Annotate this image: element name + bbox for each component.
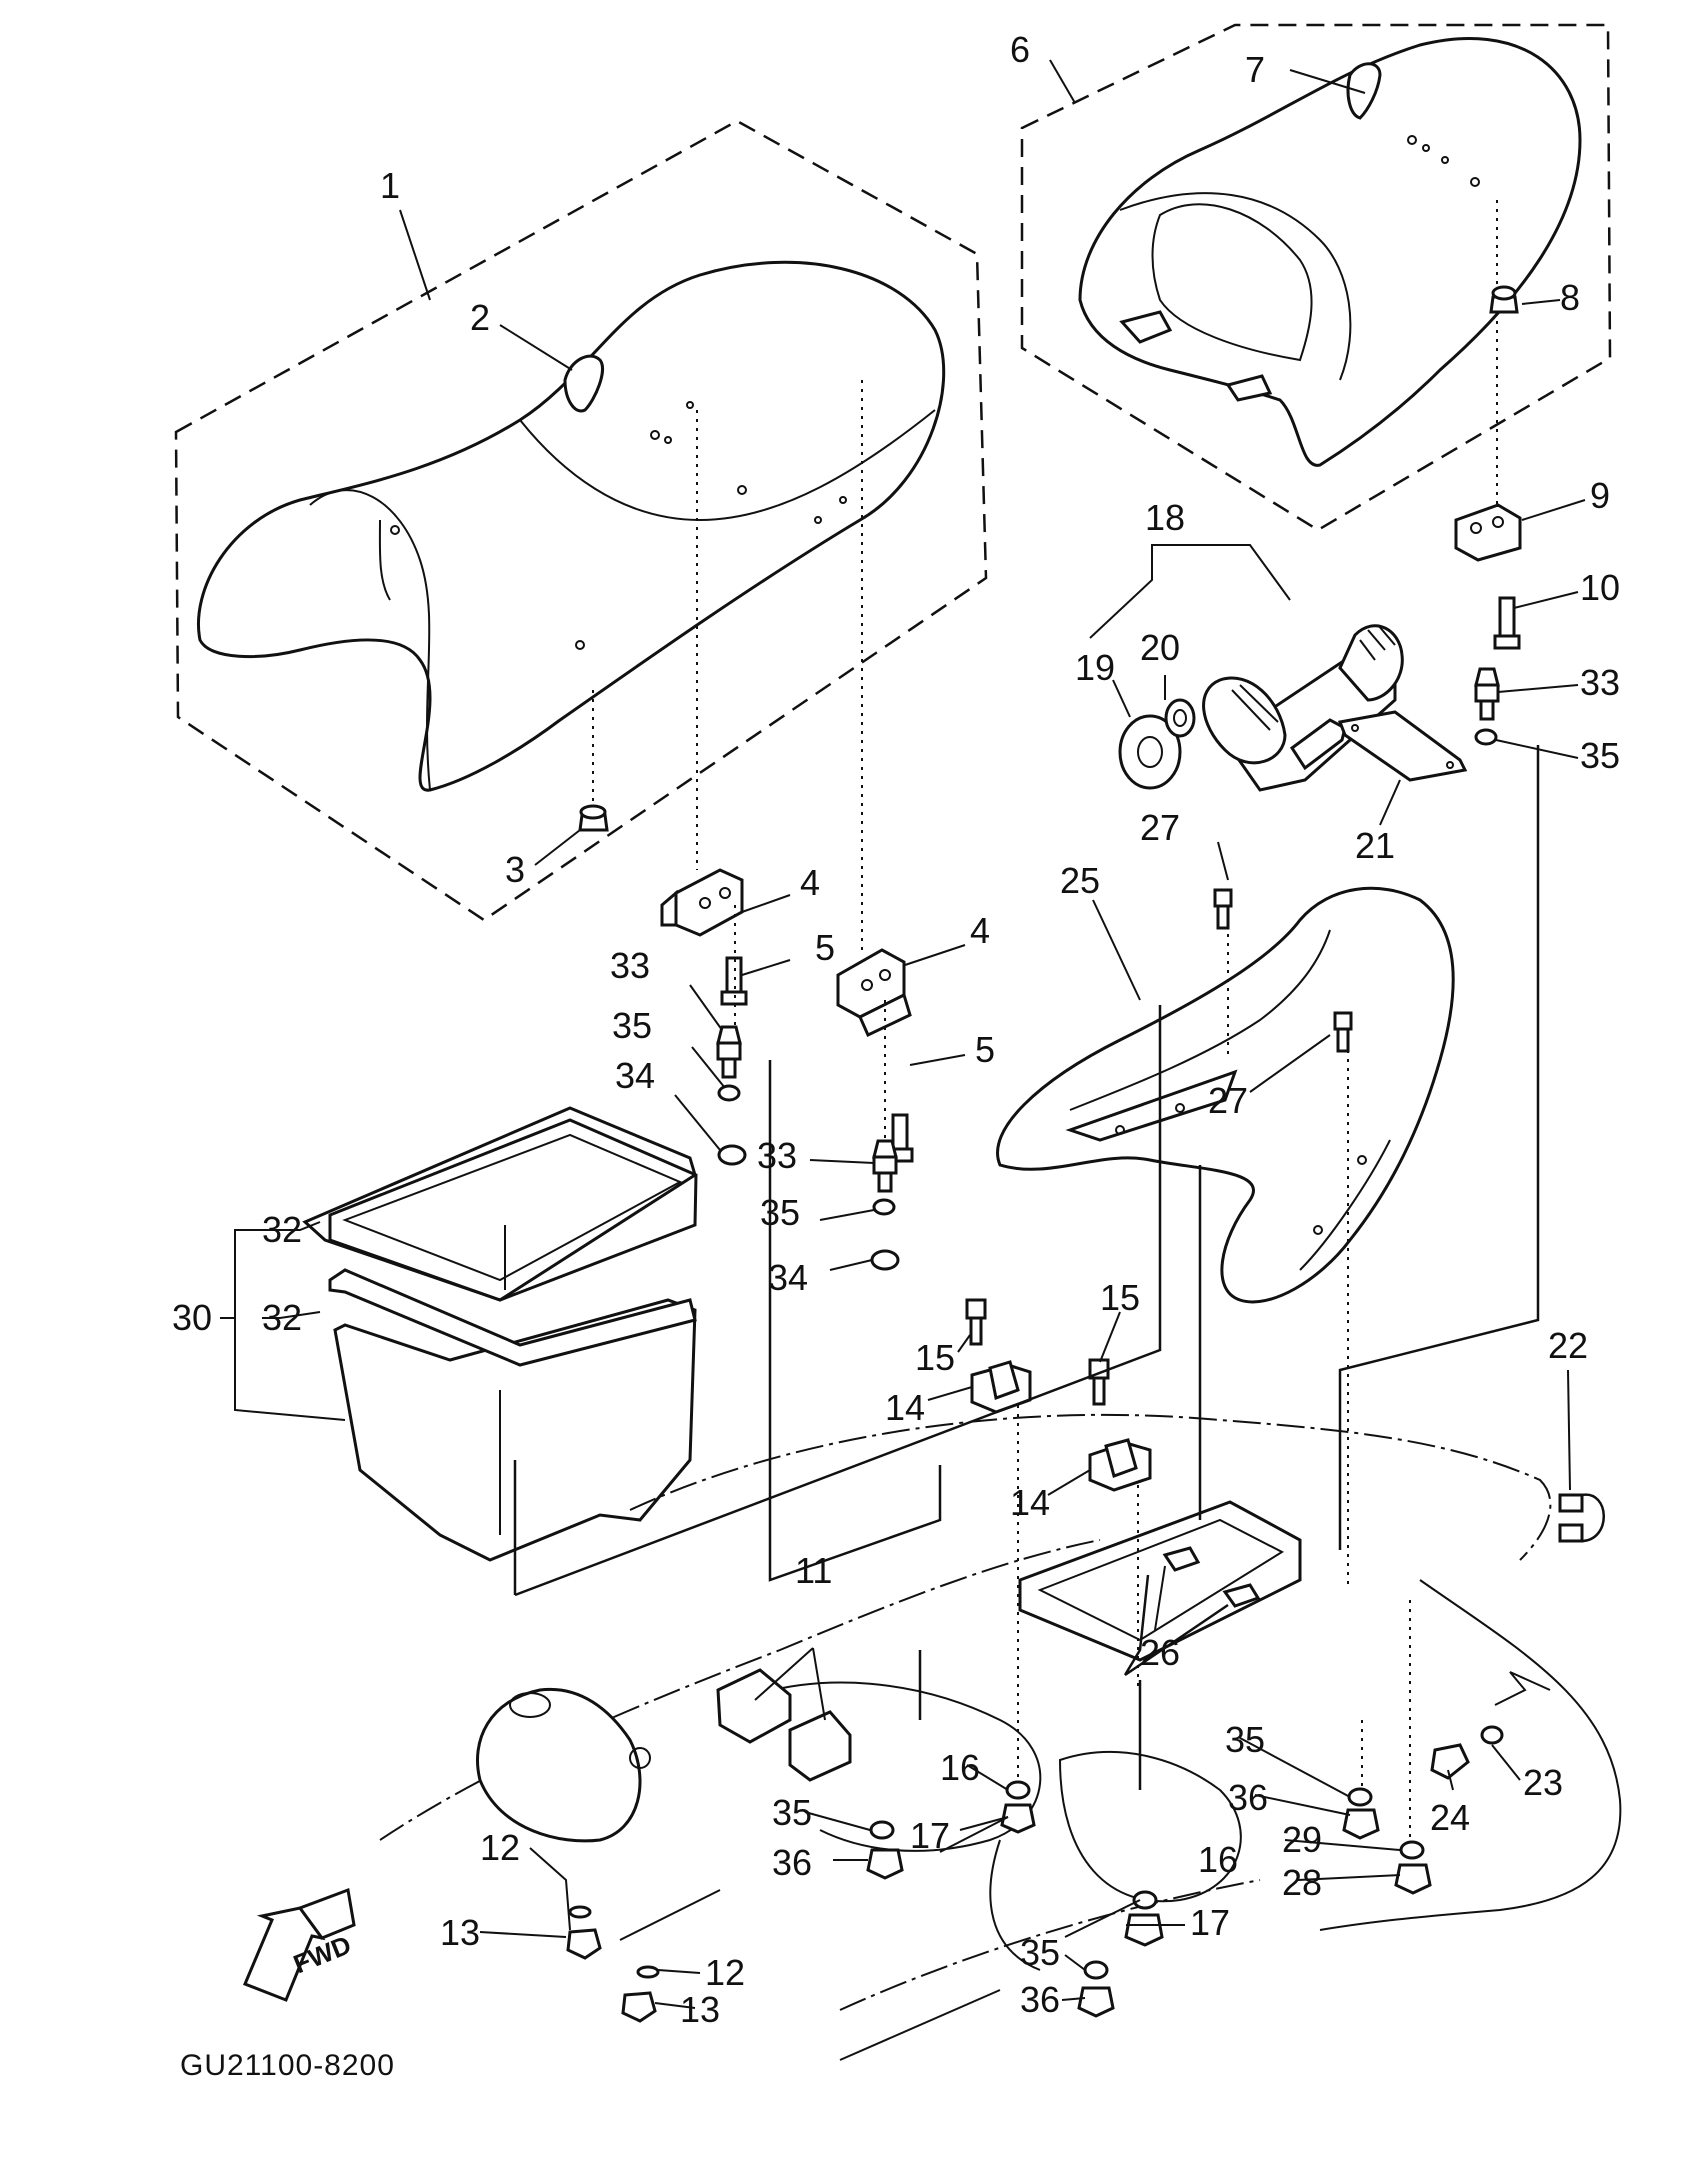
callout-23: 23 [1523,1762,1563,1803]
callout-17b: 17 [1190,1902,1230,1943]
callout-5b: 5 [975,1029,995,1070]
callout-18: 18 [1145,497,1185,538]
tail-cover [996,886,1455,1304]
callout-20: 20 [1140,627,1180,668]
callout-11: 11 [795,1550,832,1591]
callout-17a: 17 [910,1815,950,1856]
callout-14b: 14 [1010,1482,1050,1523]
callout-8: 8 [1560,277,1580,318]
callout-35e: 35 [1225,1719,1265,1760]
callout-leaders [220,59,1586,2009]
callout-35c: 35 [1580,735,1620,776]
callout-19: 19 [1075,647,1115,688]
hull-deck [379,1413,1622,2061]
callout-24: 24 [1430,1797,1470,1838]
callout-32b: 32 [262,1297,302,1338]
callout-22: 22 [1548,1325,1588,1366]
rear-seat-assembly [1020,23,1612,532]
callout-13a: 13 [440,1912,480,1953]
callout-33c: 33 [1580,662,1620,703]
fwd-arrow-icon [243,1887,356,2002]
callout-35d: 35 [772,1792,812,1833]
callout-15a: 15 [915,1337,955,1378]
callout-5a: 5 [815,927,835,968]
callout-36c: 36 [1020,1979,1060,2020]
callout-35a: 35 [612,1005,652,1046]
callout-29: 29 [1282,1819,1322,1860]
assembly-lines [513,200,1540,1840]
callout-25: 25 [1060,860,1100,901]
callout-35f: 35 [1020,1932,1060,1973]
callout-36b: 36 [1228,1777,1268,1818]
callout-1: 1 [380,165,400,206]
callout-28: 28 [1282,1862,1322,1903]
callout-9: 9 [1590,475,1610,516]
hardware [578,285,1522,1492]
front-seat-assembly [174,119,988,922]
callout-4b: 4 [970,910,990,951]
callout-30: 30 [172,1297,212,1338]
callout-35b: 35 [760,1192,800,1233]
callout-13b: 13 [680,1989,720,2030]
callout-12b: 12 [705,1952,745,1993]
callout-27a: 27 [1140,807,1180,848]
callout-26: 26 [1140,1632,1180,1673]
callout-16b: 16 [1198,1839,1238,1880]
callout-21: 21 [1355,825,1395,866]
callout-33a: 33 [610,945,650,986]
callout-32a: 32 [262,1209,302,1250]
callout-10: 10 [1580,567,1620,608]
callout-7: 7 [1245,49,1265,90]
callout-34a: 34 [615,1055,655,1096]
storage-box [302,1106,698,1562]
callout-33b: 33 [757,1135,797,1176]
callout-14a: 14 [885,1387,925,1428]
callout-12a: 12 [480,1827,520,1868]
callout-27b: 27 [1208,1080,1248,1121]
callout-34b: 34 [768,1257,808,1298]
callout-3: 3 [505,849,525,890]
callout-4a: 4 [800,862,820,903]
air-duct-assembly [1118,624,1468,792]
callout-36a: 36 [772,1842,812,1883]
ground-hardware [566,1725,1504,2023]
callout-2: 2 [470,297,490,338]
callout-15b: 15 [1100,1277,1140,1318]
callout-6: 6 [1010,29,1030,70]
callout-labels: 1 2 3 4 5 4 5 33 35 34 33 35 34 6 7 8 9 … [172,29,1620,2082]
callout-16a: 16 [940,1747,980,1788]
diagram-code: GU21100-8200 [180,2049,395,2082]
